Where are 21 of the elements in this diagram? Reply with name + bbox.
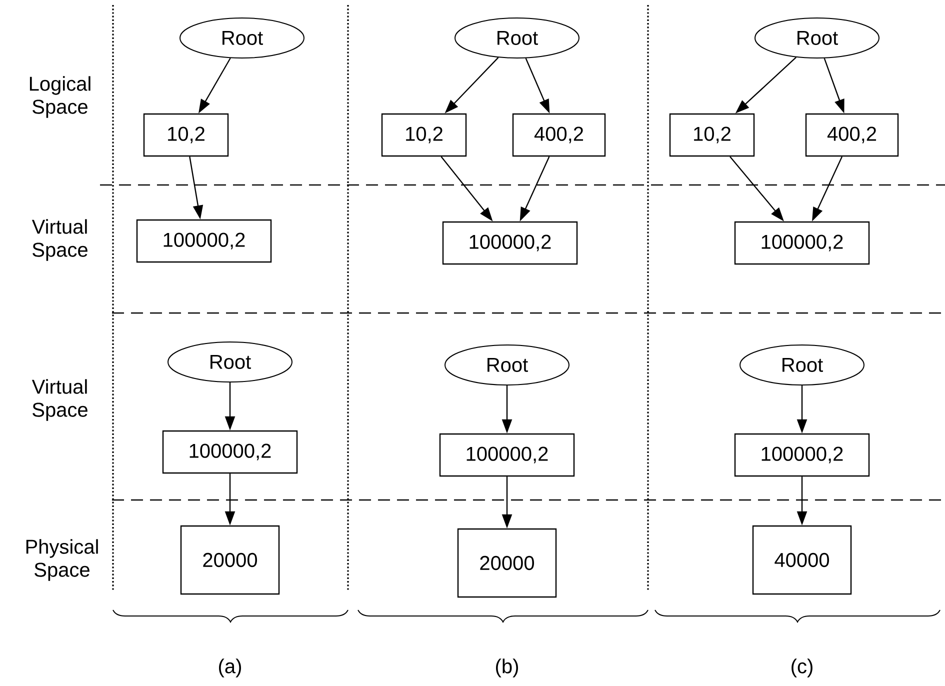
side-label: Logical Space bbox=[30, 76, 90, 118]
value-box: 10,2 bbox=[669, 113, 755, 157]
side-label: Physical Space bbox=[26, 539, 98, 581]
value-box: 40000 bbox=[752, 525, 852, 595]
value-box: 100000,2 bbox=[734, 221, 870, 265]
value-box: 100000,2 bbox=[734, 433, 870, 477]
value-box: 10,2 bbox=[381, 113, 467, 157]
value-box: 10,2 bbox=[143, 113, 229, 157]
side-label: Virtual Space bbox=[32, 379, 88, 421]
side-label: Virtual Space bbox=[32, 219, 88, 261]
panel-label: (c) bbox=[792, 658, 812, 678]
panel-label: (b) bbox=[496, 658, 518, 678]
value-box: 100000,2 bbox=[442, 221, 578, 265]
value-box: 20000 bbox=[180, 525, 280, 595]
value-box: 400,2 bbox=[512, 113, 606, 157]
value-box: 400,2 bbox=[805, 113, 899, 157]
value-box: 20000 bbox=[457, 528, 557, 598]
value-box: 100000,2 bbox=[162, 430, 298, 474]
value-box: 100000,2 bbox=[439, 433, 575, 477]
panel-label: (a) bbox=[219, 658, 241, 678]
value-box: 100000,2 bbox=[136, 219, 272, 263]
